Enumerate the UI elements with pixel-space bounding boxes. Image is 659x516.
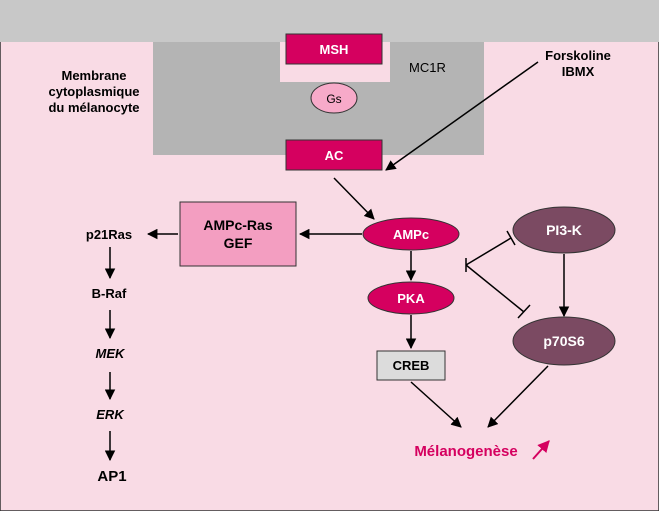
pi3k-label: PI3-K [546, 222, 582, 238]
cascade-item-p21ras: p21Ras [86, 227, 132, 242]
pka-node [367, 281, 455, 315]
inhibition-to-pi3k [465, 237, 512, 266]
inhibition-bar-p70s6 [517, 304, 531, 319]
cascade-item-braf: B-Raf [92, 286, 127, 301]
membrane-label-line1: Membrane [61, 68, 126, 83]
arrow-p70s6-to-melanogenesis [487, 365, 549, 428]
arrow-activators-to-ac [385, 61, 539, 171]
ampc-ras-gef-box [179, 201, 297, 267]
receptor-label: MC1R [409, 60, 446, 75]
gs-label: Gs [326, 92, 341, 106]
ampc-node [362, 217, 460, 251]
p70s6-label: p70S6 [543, 333, 584, 349]
msh-label: MSH [320, 42, 349, 57]
membrane-label-line3: du mélanocyte [48, 100, 139, 115]
activator-label-line2: IBMX [562, 64, 595, 79]
inhibition-to-p70s6 [465, 264, 525, 313]
pka-label: PKA [397, 291, 425, 306]
cascade-item-ap1: AP1 [97, 468, 126, 485]
ac-label: AC [325, 148, 344, 163]
cascade-item-mek: MEK [96, 346, 127, 361]
arrow-ac-to-ampc [333, 177, 375, 220]
msh-box [285, 33, 383, 65]
cascade-item-erk: ERK [96, 407, 125, 422]
ampc-ras-gef-label-line1: AMPc-Ras [203, 217, 272, 233]
ac-box [285, 139, 383, 171]
melanogenesis-label: Mélanogenèse [414, 443, 517, 460]
ampc-ras-gef-label-line2: GEF [224, 235, 253, 251]
activator-label-line1: Forskoline [545, 48, 611, 63]
creb-box [376, 350, 446, 381]
inhibition-bar-pi3k [506, 230, 516, 246]
increase-arrow-icon [532, 440, 550, 460]
pi3k-node [512, 206, 616, 254]
ampc-label: AMPc [393, 227, 429, 242]
p70s6-node [512, 316, 616, 366]
arrow-creb-to-melanogenesis [410, 381, 462, 428]
creb-label: CREB [393, 358, 430, 373]
gs-node [310, 82, 358, 114]
membrane-label-line2: cytoplasmique [48, 84, 139, 99]
